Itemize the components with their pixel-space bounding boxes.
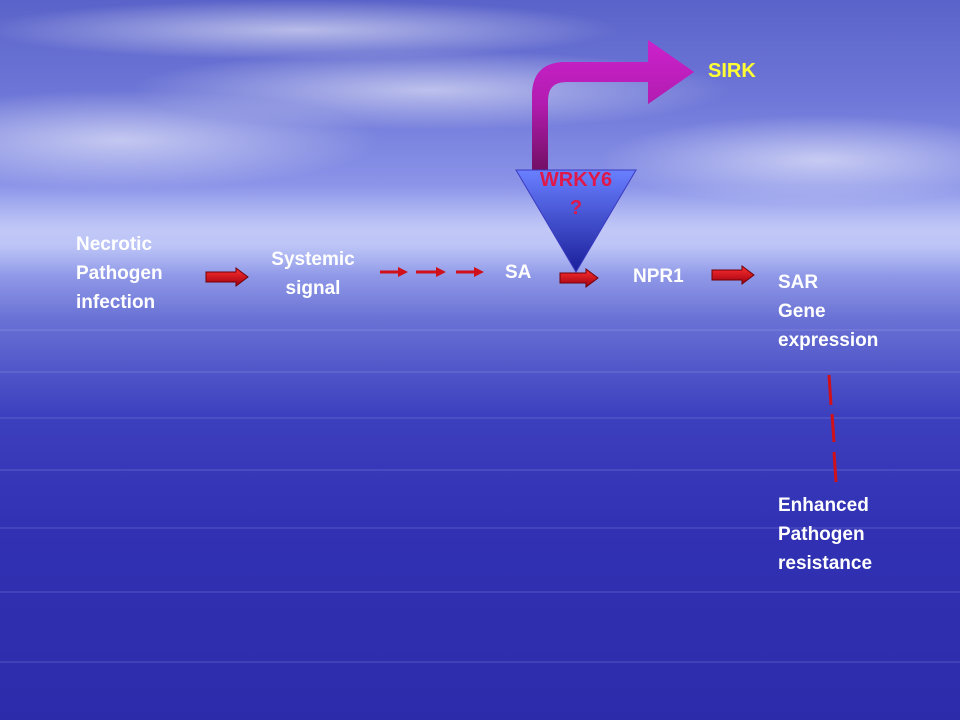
label-sar-gene-expression: SAR Gene expression [778,272,879,351]
label-sa: SA [505,262,532,283]
label-wrky6: WRKY6 ? [539,169,613,219]
label-systemic-signal: Systemic signal [271,249,355,299]
label-necrotic-pathogen-infection: Necrotic Pathogen infection [76,234,163,313]
dashed-arrow-systemic-to-sa [380,267,484,277]
label-npr1: NPR1 [633,266,684,287]
label-enhanced-pathogen-resistance: Enhanced Pathogen resistance [778,495,873,574]
arrow-necrotic-to-systemic [205,267,249,287]
arrow-npr1-to-sar [711,265,755,285]
wrky6-triangle [515,169,637,273]
dashed-arrow-sar-to-resistance [827,374,838,483]
label-sirk: SIRK [708,60,756,82]
arrow-sa-to-npr1 [559,268,599,288]
bent-arrow-body [532,40,694,180]
